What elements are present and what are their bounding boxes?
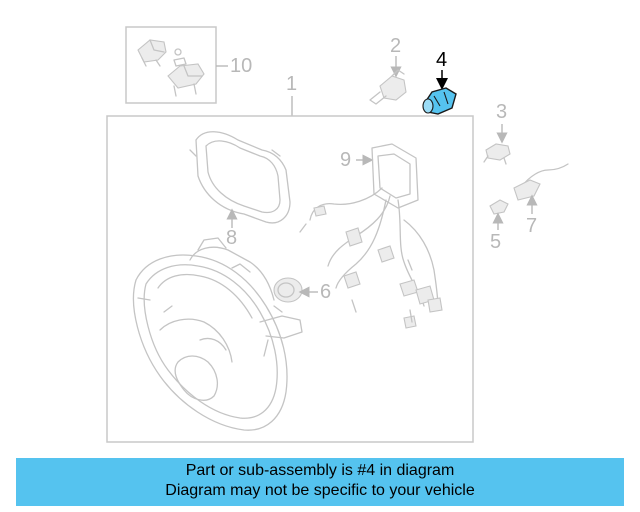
part-4-bulb-highlighted[interactable]: 4 — [422, 49, 457, 115]
callout-7: 7 — [526, 215, 537, 237]
part-8-bezel: 8 — [189, 131, 291, 249]
part-6-socket: 6 — [273, 277, 331, 303]
banner-line-1: Part or sub-assembly is #4 in diagram — [185, 462, 455, 479]
part-9-wiring-harness: 9 — [299, 143, 443, 329]
callout-2: 2 — [390, 35, 401, 57]
callout-10: 10 — [230, 55, 252, 77]
headlamp-housing — [132, 237, 303, 431]
callout-5: 5 — [490, 231, 501, 253]
callout-6: 6 — [320, 281, 331, 303]
callout-8: 8 — [226, 227, 237, 249]
part-5-bulb: 5 — [489, 199, 509, 253]
callout-4: 4 — [436, 49, 447, 71]
part-1-headlamp-assembly: 1 — [106, 73, 474, 443]
callout-9: 9 — [340, 149, 351, 171]
part-10-clip-lower — [167, 63, 205, 97]
callout-3: 3 — [496, 101, 507, 123]
part-10-inset: 10 — [125, 26, 252, 104]
part-3-bulb: 3 — [483, 101, 511, 165]
callout-1: 1 — [286, 73, 297, 95]
banner-line-2: Diagram may not be specific to your vehi… — [165, 482, 475, 499]
part-7-socket: 7 — [513, 163, 569, 237]
info-banner: Part or sub-assembly is #4 in diagram Di… — [16, 458, 624, 506]
part-10-clip-upper — [137, 39, 187, 67]
part-2-bulb: 2 — [369, 35, 407, 105]
